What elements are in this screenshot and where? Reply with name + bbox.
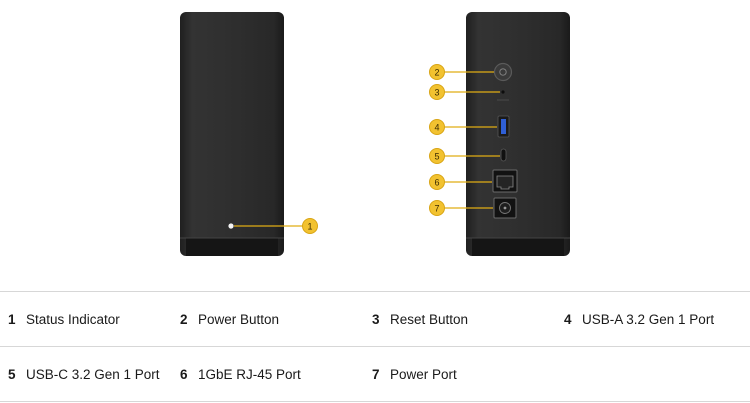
legend-label: Power Port (390, 366, 457, 382)
legend-item-status-indicator: 1 Status Indicator (8, 292, 120, 346)
status-led-icon (228, 223, 234, 229)
callout-marker-1: 1 (302, 218, 318, 234)
svg-text:3: 3 (434, 88, 439, 98)
svg-text:7: 7 (434, 204, 439, 214)
reset-pinhole-icon (497, 90, 509, 101)
callout-marker-3: 3 (429, 84, 445, 100)
callout-marker-6: 6 (429, 174, 445, 190)
legend-label: Reset Button (390, 311, 469, 327)
callout-leaders (234, 71, 500, 227)
legend-number: 1 (8, 311, 16, 327)
legend-label: 1GbE RJ-45 Port (198, 366, 301, 382)
svg-text:1: 1 (307, 222, 312, 232)
callout-marker-4: 4 (429, 119, 445, 135)
legend-label: Status Indicator (26, 311, 120, 327)
svg-text:2: 2 (434, 68, 439, 78)
device-back-view (466, 12, 570, 256)
svg-text:4: 4 (434, 123, 439, 133)
dc-power-port-icon (493, 197, 517, 219)
legend-number: 7 (372, 366, 380, 382)
usb-a-port-icon (497, 115, 510, 138)
legend-item-power-port: 7 Power Port (372, 347, 457, 401)
rj45-port-icon (492, 169, 518, 193)
svg-text:6: 6 (434, 178, 439, 188)
legend-row-2: 5 USB-C 3.2 Gen 1 Port 6 1GbE RJ-45 Port… (0, 346, 750, 402)
power-button-icon (493, 62, 513, 82)
callout-marker-5: 5 (429, 148, 445, 164)
device-front-view (180, 12, 284, 256)
legend-number: 2 (180, 311, 188, 327)
legend-number: 4 (564, 311, 572, 327)
legend-item-usb-a-port: 4 USB-A 3.2 Gen 1 Port (564, 292, 714, 346)
legend-item-usb-c-port: 5 USB-C 3.2 Gen 1 Port (8, 347, 160, 401)
legend-item-power-button: 2 Power Button (180, 292, 279, 346)
svg-text:5: 5 (434, 152, 439, 162)
legend-item-reset-button: 3 Reset Button (372, 292, 468, 346)
usb-c-port-icon (500, 148, 507, 162)
legend-label: Power Button (198, 311, 280, 327)
legend-number: 6 (180, 366, 188, 382)
device-diagram: 1 2 3 4 5 6 7 (180, 12, 570, 256)
legend-number: 3 (372, 311, 380, 327)
legend-label: USB-A 3.2 Gen 1 Port (582, 311, 715, 327)
callout-marker-2: 2 (429, 64, 445, 80)
legend-row-1: 1 Status Indicator 2 Power Button 3 Rese… (0, 291, 750, 346)
callout-marker-7: 7 (429, 200, 445, 216)
legend-item-rj45-port: 6 1GbE RJ-45 Port (180, 347, 301, 401)
legend-label: USB-C 3.2 Gen 1 Port (26, 366, 160, 382)
legend-number: 5 (8, 366, 16, 382)
